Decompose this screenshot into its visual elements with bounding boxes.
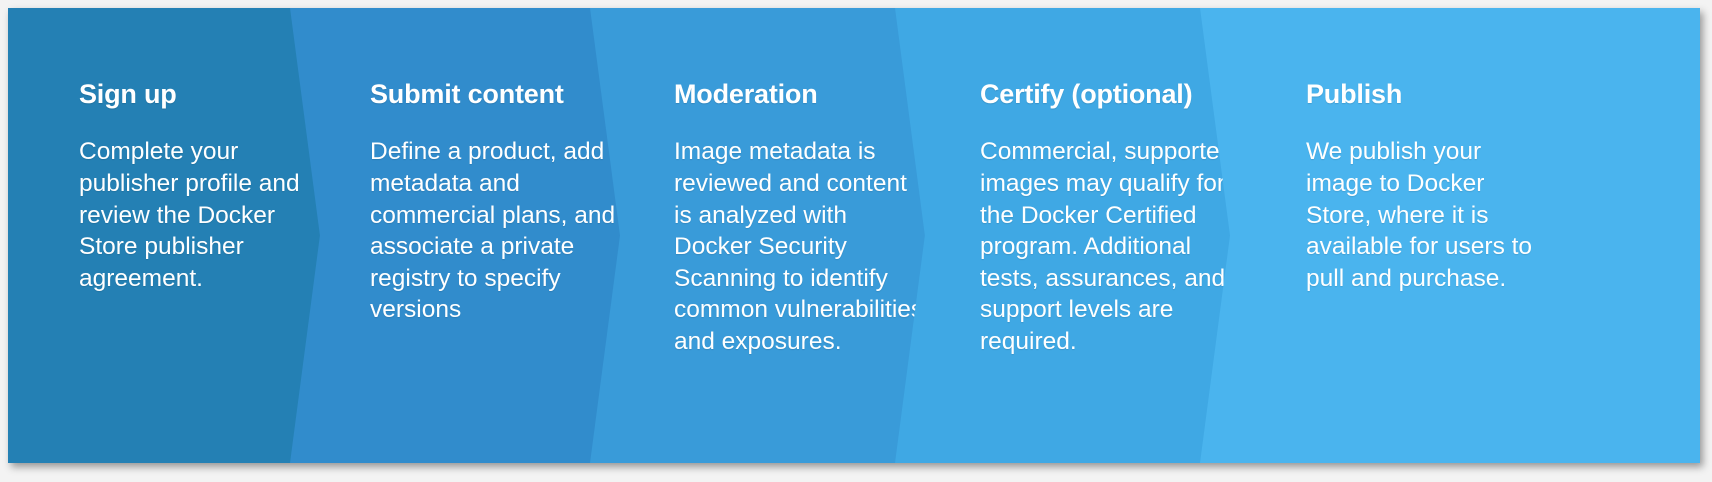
stage-description-submit-content: Define a product, add metadata and comme… bbox=[370, 138, 616, 324]
stage-title-moderation: Moderation bbox=[674, 79, 818, 109]
process-stage-submit-content[interactable]: Submit content Define a product, add met… bbox=[290, 8, 638, 463]
process-stage-moderation[interactable]: Moderation Image metadata is reviewed an… bbox=[590, 8, 943, 463]
chevron-shape-certify bbox=[895, 8, 1273, 463]
chevron-shape-moderation bbox=[590, 8, 943, 463]
stage-title-sign-up: Sign up bbox=[79, 79, 177, 109]
process-stage-sign-up[interactable]: Sign up Complete your publisher profile … bbox=[8, 8, 326, 463]
stage-description-moderation: Image metadata is reviewed and content i… bbox=[674, 138, 924, 355]
stage-description-certify: Commercial, supported images may qualify… bbox=[980, 138, 1234, 355]
stage-text-block-submit-content: Submit content Define a product, add met… bbox=[370, 80, 618, 326]
stage-text-block-sign-up: Sign up Complete your publisher profile … bbox=[79, 80, 307, 294]
process-flow-diagram: Sign up Complete your publisher profile … bbox=[8, 8, 1700, 463]
chevron-shape-publish bbox=[1200, 8, 1700, 463]
process-stage-publish[interactable]: Publish We publish your image to Docker … bbox=[1200, 8, 1700, 463]
stage-text-block-moderation: Moderation Image metadata is reviewed an… bbox=[674, 80, 924, 358]
chevron-shape-submit-content bbox=[290, 8, 638, 463]
stage-text-block-certify: Certify (optional) Commercial, supported… bbox=[980, 80, 1238, 358]
stage-description-publish: We publish your image to Docker Store, w… bbox=[1306, 138, 1533, 292]
stage-title-publish: Publish bbox=[1306, 79, 1403, 109]
stage-title-submit-content: Submit content bbox=[370, 79, 564, 109]
chevron-shape-sign-up bbox=[8, 8, 326, 463]
stage-description-sign-up: Complete your publisher profile and revi… bbox=[79, 138, 300, 292]
stage-text-block-publish: Publish We publish your image to Docker … bbox=[1306, 80, 1546, 294]
stage-title-certify: Certify (optional) bbox=[980, 79, 1193, 109]
process-stage-certify[interactable]: Certify (optional) Commercial, supported… bbox=[895, 8, 1273, 463]
